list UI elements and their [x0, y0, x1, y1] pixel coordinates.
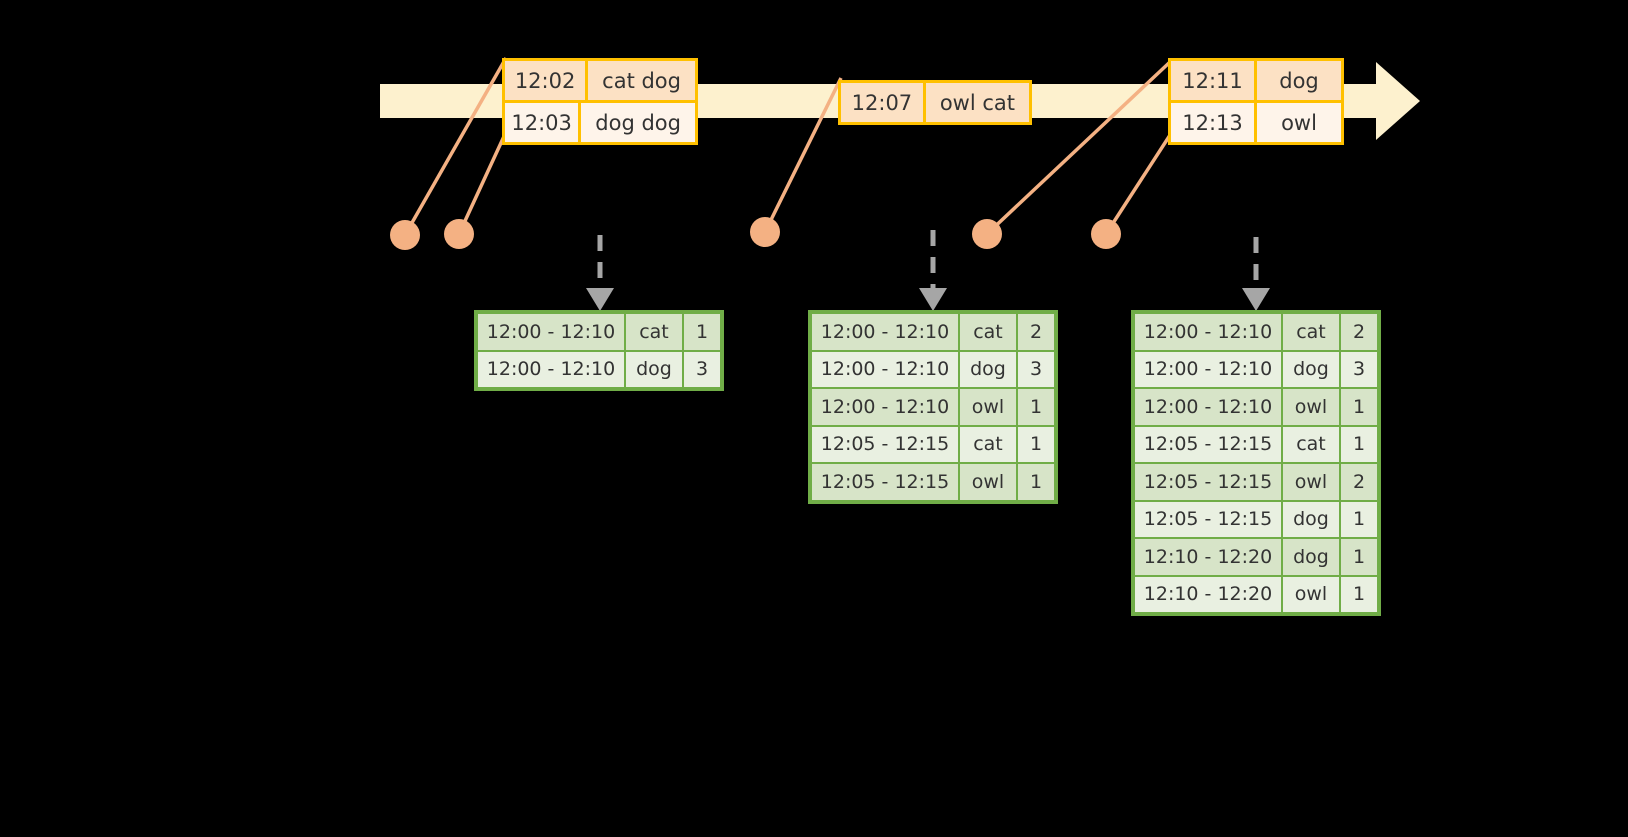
table-row[interactable]: 12:00 - 12:10 dog 3: [477, 350, 721, 388]
cell-window: 12:10 - 12:20: [1134, 538, 1282, 576]
cell-count: 3: [683, 350, 721, 388]
event-row[interactable]: 12:02 cat dog: [505, 61, 695, 100]
cell-count: 2: [1340, 313, 1378, 351]
cell-window: 12:10 - 12:20: [1134, 575, 1282, 613]
table-row[interactable]: 12:00 - 12:10 cat 2: [1134, 313, 1378, 351]
table-row[interactable]: 12:10 - 12:20 dog 1: [1134, 538, 1378, 576]
table-row[interactable]: 12:05 - 12:15 dog 1: [1134, 500, 1378, 538]
dashed-arrow-heads: [586, 288, 1270, 311]
cell-word: cat: [959, 425, 1017, 463]
table-row[interactable]: 12:05 - 12:15 cat 1: [811, 425, 1055, 463]
cell-window: 12:00 - 12:10: [477, 350, 625, 388]
table-row[interactable]: 12:05 - 12:15 cat 1: [1134, 425, 1378, 463]
cell-count: 1: [1340, 425, 1378, 463]
cell-window: 12:00 - 12:10: [1134, 388, 1282, 426]
cell-window: 12:05 - 12:15: [1134, 463, 1282, 501]
event-words: owl cat: [925, 83, 1029, 122]
table-row[interactable]: 12:05 - 12:15 owl 1: [811, 463, 1055, 501]
cell-word: dog: [1282, 350, 1340, 388]
cell-word: dog: [1282, 538, 1340, 576]
event-time: 12:11: [1171, 61, 1257, 100]
cell-word: dog: [959, 350, 1017, 388]
event-words: dog dog: [581, 103, 695, 142]
table-row[interactable]: 12:00 - 12:10 cat 1: [477, 313, 721, 351]
event-row[interactable]: 12:07 owl cat: [841, 83, 1029, 122]
event-time: 12:03: [505, 103, 582, 142]
event-words: owl: [1257, 103, 1341, 142]
cell-word: owl: [1282, 388, 1340, 426]
connector-dot: [444, 219, 474, 249]
result-table-3[interactable]: 12:00 - 12:10 cat 2 12:00 - 12:10 dog 3 …: [1131, 310, 1381, 616]
cell-count: 3: [1017, 350, 1055, 388]
cell-word: cat: [625, 313, 683, 351]
cell-count: 2: [1017, 313, 1055, 351]
cell-word: cat: [1282, 425, 1340, 463]
cell-window: 12:00 - 12:10: [1134, 350, 1282, 388]
cell-count: 1: [1017, 388, 1055, 426]
cell-count: 2: [1340, 463, 1378, 501]
cell-word: dog: [625, 350, 683, 388]
cell-word: owl: [1282, 463, 1340, 501]
cell-window: 12:00 - 12:10: [1134, 313, 1282, 351]
table-row[interactable]: 12:00 - 12:10 dog 3: [1134, 350, 1378, 388]
dashed-arrows: [597, 230, 1259, 288]
event-row[interactable]: 12:11 dog: [1171, 61, 1341, 100]
cell-window: 12:00 - 12:10: [811, 350, 959, 388]
cell-window: 12:05 - 12:15: [1134, 425, 1282, 463]
cell-count: 1: [1340, 388, 1378, 426]
table-row[interactable]: 12:10 - 12:20 owl 1: [1134, 575, 1378, 613]
cell-word: cat: [959, 313, 1017, 351]
connector-dots: [390, 217, 1121, 250]
cell-window: 12:00 - 12:10: [811, 313, 959, 351]
table-row[interactable]: 12:05 - 12:15 owl 2: [1134, 463, 1378, 501]
table-row[interactable]: 12:00 - 12:10 cat 2: [811, 313, 1055, 351]
table-row[interactable]: 12:00 - 12:10 dog 3: [811, 350, 1055, 388]
event-group-1[interactable]: 12:02 cat dog 12:03 dog dog: [502, 58, 698, 145]
cell-window: 12:00 - 12:10: [477, 313, 625, 351]
cell-count: 1: [1017, 463, 1055, 501]
cell-window: 12:05 - 12:15: [811, 425, 959, 463]
cell-word: owl: [959, 388, 1017, 426]
cell-word: dog: [1282, 500, 1340, 538]
event-time: 12:07: [841, 83, 926, 122]
table-row[interactable]: 12:00 - 12:10 owl 1: [1134, 388, 1378, 426]
event-row[interactable]: 12:03 dog dog: [505, 100, 695, 142]
event-group-2[interactable]: 12:07 owl cat: [838, 80, 1032, 125]
connector-dot: [1091, 219, 1121, 249]
connector-dot: [972, 219, 1002, 249]
cell-word: owl: [1282, 575, 1340, 613]
event-time: 12:02: [505, 61, 589, 100]
event-words: dog: [1257, 61, 1341, 100]
cell-count: 1: [1017, 425, 1055, 463]
cell-window: 12:05 - 12:15: [811, 463, 959, 501]
table-row[interactable]: 12:00 - 12:10 owl 1: [811, 388, 1055, 426]
result-table-1[interactable]: 12:00 - 12:10 cat 1 12:00 - 12:10 dog 3: [474, 310, 724, 391]
cell-word: cat: [1282, 313, 1340, 351]
event-time: 12:13: [1171, 103, 1257, 142]
event-row[interactable]: 12:13 owl: [1171, 100, 1341, 142]
cell-count: 3: [1340, 350, 1378, 388]
cell-word: owl: [959, 463, 1017, 501]
cell-count: 1: [1340, 575, 1378, 613]
connector-dot: [390, 220, 420, 250]
cell-window: 12:05 - 12:15: [1134, 500, 1282, 538]
cell-window: 12:00 - 12:10: [811, 388, 959, 426]
cell-count: 1: [1340, 538, 1378, 576]
connector-dot: [750, 217, 780, 247]
event-words: cat dog: [588, 61, 695, 100]
event-group-3[interactable]: 12:11 dog 12:13 owl: [1168, 58, 1344, 145]
result-table-2[interactable]: 12:00 - 12:10 cat 2 12:00 - 12:10 dog 3 …: [808, 310, 1058, 504]
cell-count: 1: [1340, 500, 1378, 538]
cell-count: 1: [683, 313, 721, 351]
